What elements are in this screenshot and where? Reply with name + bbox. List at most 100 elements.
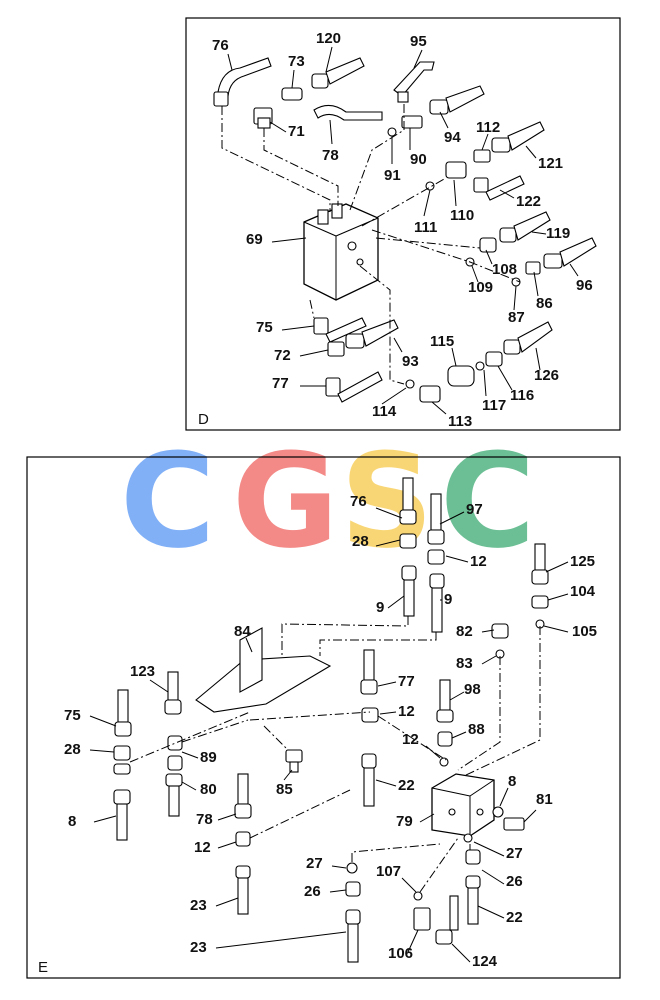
panel-d-leader-95 xyxy=(413,49,423,69)
panel-d-callout-76: 76 xyxy=(212,37,229,54)
panel-d-leader-71 xyxy=(269,121,287,133)
panel-d-leader-108 xyxy=(485,249,493,265)
panel-e-callout-77: 77 xyxy=(398,673,415,690)
panel-d-callout-96: 96 xyxy=(576,277,593,294)
svg-text:C: C xyxy=(440,425,535,577)
panel-d-leader-112 xyxy=(481,133,489,151)
panel-e-leader-22 xyxy=(375,779,397,787)
panel-e-callout-22: 22 xyxy=(398,777,415,794)
panel-e-leader-75 xyxy=(89,715,117,727)
panel-d-callout-116: 116 xyxy=(510,387,534,404)
panel-e-leader-124 xyxy=(451,943,471,963)
panel-d-leader-114 xyxy=(381,387,407,405)
panel-d-callout-112: 112 xyxy=(476,119,500,136)
panel-e-parts xyxy=(113,477,549,963)
panel-d-callout-115: 115 xyxy=(430,333,454,350)
panel-d-leader-109 xyxy=(471,265,479,283)
panel-d-connections xyxy=(221,104,521,385)
panel-d-callout-94: 94 xyxy=(444,129,461,146)
panel-d-callout-114: 114 xyxy=(372,403,397,420)
panel-d-leader-113 xyxy=(431,401,447,415)
panel-d-leader-87 xyxy=(513,285,517,311)
panel-e-callout-76: 76 xyxy=(350,493,367,510)
panel-e-callout-81: 81 xyxy=(536,791,553,808)
panel-e-callout-12: 12 xyxy=(470,553,487,570)
panel-e-callout-82: 82 xyxy=(456,623,473,640)
panel-e-callout-8: 8 xyxy=(508,773,516,790)
panel-e-callout-97: 97 xyxy=(466,501,483,518)
panel-e-leader-104 xyxy=(547,593,569,601)
panel-e-leader-77 xyxy=(377,681,397,687)
panel-d-leader-117 xyxy=(483,369,487,397)
panel-e-leader-89 xyxy=(181,751,199,759)
panel-d-leader-110 xyxy=(453,179,457,207)
panel-d-callout-69: 69 xyxy=(246,231,263,248)
panel-d-leader-76 xyxy=(227,53,233,71)
panel-e-leader-88 xyxy=(451,731,467,739)
panel-e-leader-83 xyxy=(481,655,497,665)
panel-e-callout-89: 89 xyxy=(200,749,217,766)
panel-d-leader-121 xyxy=(525,145,537,159)
panel-e-callout-8: 8 xyxy=(68,813,76,830)
panel-e-leader-78 xyxy=(217,813,237,821)
panel-d-leader-75 xyxy=(281,325,315,331)
panel-d-leader-119 xyxy=(531,231,547,235)
panel-e-leader-26 xyxy=(481,869,505,885)
panel-d-callout-75: 75 xyxy=(256,319,273,336)
panel-d-leader-122 xyxy=(499,189,515,199)
panel-e-corner-label: E xyxy=(38,959,48,976)
panel-d-callout-109: 109 xyxy=(468,279,493,296)
panel-e-leader-23 xyxy=(215,931,347,949)
panel-d-callout-110: 110 xyxy=(450,207,474,224)
panel-d-leader-116 xyxy=(497,365,513,391)
panel-e-callout-26: 26 xyxy=(304,883,321,900)
panel-e-leader-28 xyxy=(89,749,115,753)
cgsc-watermark: C G S C xyxy=(120,425,535,577)
panel-d-leader-72 xyxy=(299,349,329,357)
panel-e-leader-8 xyxy=(93,815,117,823)
panel-e-callout-85: 85 xyxy=(276,781,293,798)
panel-e-leader-76 xyxy=(375,507,403,519)
panel-d-callout-111: 111 xyxy=(414,219,437,236)
panel-e-leader-26 xyxy=(329,889,347,893)
panel-e-leader-82 xyxy=(481,629,495,633)
panel-d-callout-113: 113 xyxy=(448,413,472,430)
panel-e-frame xyxy=(26,456,621,979)
panel-d-callout-119: 119 xyxy=(546,225,570,242)
svg-text:G: G xyxy=(232,425,339,577)
panel-e-leader-12 xyxy=(425,745,441,759)
panel-d-leader-69 xyxy=(271,237,307,243)
panel-e-leader-123 xyxy=(149,679,169,693)
panel-d-callout-121: 121 xyxy=(538,155,563,172)
panel-e-callout-88: 88 xyxy=(468,721,485,738)
panel-e-callout-98: 98 xyxy=(464,681,481,698)
panel-d-callout-73: 73 xyxy=(288,53,305,70)
panel-e-callout-124: 124 xyxy=(472,953,498,970)
panel-e-callout-80: 80 xyxy=(200,781,217,798)
panel-d-leader-115 xyxy=(451,347,457,367)
panel-d-callout-86: 86 xyxy=(536,295,553,312)
panel-e-leader-85 xyxy=(283,769,293,781)
panel-e-leader-81 xyxy=(523,809,537,823)
panel-e-callout-12: 12 xyxy=(194,839,211,856)
panel-e-callout-78: 78 xyxy=(196,811,213,828)
panel-e-leader-97 xyxy=(439,511,465,525)
panel-d-parts xyxy=(213,57,597,403)
panel-d-callout-90: 90 xyxy=(410,151,427,168)
panel-e-leader-79 xyxy=(419,813,435,823)
panel-e-leader-28 xyxy=(375,539,401,547)
panel-e-callout-12: 12 xyxy=(398,703,415,720)
panel-e-callout-12: 12 xyxy=(402,731,419,748)
panel-e-leader-12 xyxy=(379,711,397,715)
panel-e-callout-9: 9 xyxy=(444,591,452,608)
panel-d-callout-78: 78 xyxy=(322,147,339,164)
panel-d-leader-94 xyxy=(439,111,449,129)
panel-d-leader-93 xyxy=(393,337,403,353)
panel-e-callout-105: 105 xyxy=(572,623,597,640)
panel-e-callout-75: 75 xyxy=(64,707,81,724)
panel-d-leader-126 xyxy=(535,347,541,371)
panel-d-callout-95: 95 xyxy=(410,33,427,50)
panel-e-callout-22: 22 xyxy=(506,909,523,926)
